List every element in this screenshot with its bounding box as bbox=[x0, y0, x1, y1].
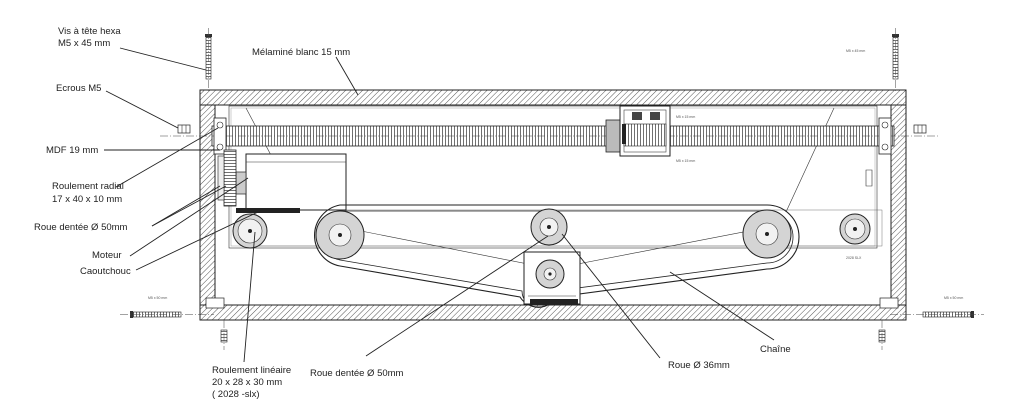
screw-top-right bbox=[892, 28, 899, 92]
label-wheel36: Roue Ø 36mm bbox=[668, 360, 730, 371]
bearing-top-note: M5 x 15 mm bbox=[676, 115, 695, 119]
rubber-strip bbox=[236, 208, 300, 213]
top-panel bbox=[199, 89, 907, 106]
box-walls bbox=[199, 89, 907, 321]
screw-bottom-vertical-right bbox=[878, 320, 886, 350]
label-linear-line3: ( 2028 -slx) bbox=[212, 389, 260, 400]
label-screw-line1: Vis à tête hexa bbox=[58, 26, 121, 37]
label-rubber: Caoutchouc bbox=[80, 266, 131, 277]
bearing-bottom-note: M5 x 15 mm bbox=[676, 159, 695, 163]
nut-left bbox=[177, 124, 191, 134]
left-gear bbox=[223, 149, 237, 207]
motor-assembly bbox=[217, 149, 347, 213]
label-linear-line1: Roulement linéaire bbox=[212, 365, 291, 376]
label-melamine: Mélaminé blanc 15 mm bbox=[252, 47, 350, 58]
top-right-screw-note: M5 x 45 mm bbox=[846, 49, 865, 53]
label-gear-bottom: Roue dentée Ø 50mm bbox=[310, 368, 404, 379]
screw-bottom-vertical-left bbox=[220, 320, 228, 350]
label-gear-left: Roue dentée Ø 50mm bbox=[34, 222, 128, 233]
threaded-rod bbox=[160, 125, 940, 147]
label-nuts: Ecrous M5 bbox=[56, 83, 101, 94]
label-mdf: MDF 19 mm bbox=[46, 145, 98, 156]
labels: Vis à tête hexa M5 x 45 mm Mélaminé blan… bbox=[34, 26, 791, 400]
label-motor: Moteur bbox=[92, 250, 122, 261]
linear-bearing-block: M5 x 15 mm M5 x 15 mm bbox=[605, 105, 695, 163]
motor-body bbox=[245, 153, 347, 211]
slide-reference: 2028 SLX bbox=[846, 256, 862, 260]
bottom-block bbox=[523, 251, 581, 305]
bottom-panel bbox=[199, 304, 907, 321]
screw-top-left bbox=[205, 28, 212, 92]
leader-lines bbox=[104, 47, 775, 363]
screw-bottom-right bbox=[890, 311, 984, 318]
wheels bbox=[232, 208, 871, 260]
radial-bearings bbox=[213, 117, 892, 155]
label-linear-line2: 20 x 28 x 30 mm bbox=[212, 377, 282, 388]
screws: M5 x 45 mm M5 x 50 mm M5 x 50 mm bbox=[120, 28, 984, 350]
label-radial-line1: Roulement radial bbox=[52, 181, 124, 192]
label-screw-line2: M5 x 45 mm bbox=[58, 38, 110, 49]
nut-right bbox=[913, 124, 927, 134]
right-screw-note: M5 x 50 mm bbox=[944, 296, 963, 300]
left-screw-note: M5 x 50 mm bbox=[148, 296, 167, 300]
screw-bottom-left bbox=[120, 311, 214, 318]
label-radial-line2: 17 x 40 x 10 mm bbox=[52, 194, 122, 205]
label-chain: Chaîne bbox=[760, 344, 791, 355]
